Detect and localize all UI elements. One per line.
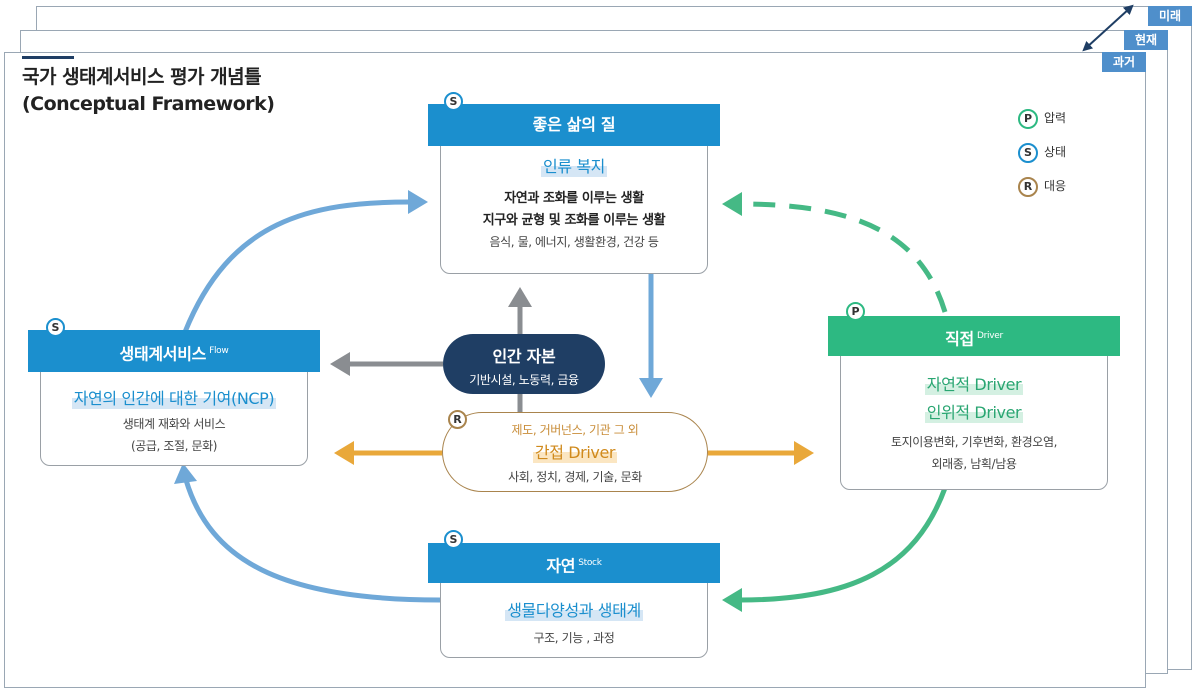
tab-past: 과거 xyxy=(1102,52,1146,72)
arrow-nature-to-ecoservice xyxy=(183,479,441,603)
arrowhead-wellbeing-down xyxy=(639,378,663,398)
indirect-top: 제도, 거버넌스, 기관 그 외 xyxy=(511,423,639,437)
legend-state-label: 상태 xyxy=(1044,145,1067,159)
wellbeing-title-bar: 좋은 삶의 질 xyxy=(428,104,720,146)
nature-state-badge: S xyxy=(444,530,463,549)
ecoservice-title-sup: Flow xyxy=(209,346,229,356)
title-line2: (Conceptual Framework) xyxy=(22,93,275,115)
ecoservice-line-2: (공급, 조절, 문화) xyxy=(130,439,218,453)
legend-pressure: P 압력 xyxy=(1018,106,1066,130)
wellbeing-line-1: 자연과 조화를 이루는 생활 xyxy=(504,191,644,206)
wellbeing-sub: 음식, 물, 에너지, 생활환경, 건강 등 xyxy=(489,235,659,249)
arrow-direct-to-wellbeing xyxy=(739,201,948,313)
capital-sub: 기반시설, 노동력, 금융 xyxy=(469,373,579,387)
arrowhead-direct-to-wellbeing xyxy=(722,192,742,216)
legend-pressure-label: 압력 xyxy=(1044,111,1067,125)
tab-future: 미래 xyxy=(1148,6,1192,26)
indirect-pill: 제도, 거버넌스, 기관 그 외 간접 Driver 사회, 정치, 경제, 기… xyxy=(442,412,708,492)
capital-title: 인간 자본 xyxy=(492,347,556,366)
indirect-sub: 사회, 정치, 경제, 기술, 문화 xyxy=(508,470,642,484)
timeline-arrow xyxy=(1082,4,1134,52)
direct-highlight-1: 자연적 Driver xyxy=(924,371,1024,395)
direct-title: 직접 xyxy=(945,329,974,349)
indirect-response-badge: R xyxy=(448,410,467,429)
arrow-ecoservice-to-wellbeing xyxy=(182,199,411,333)
arrowhead-capital-to-wellbeing xyxy=(508,287,532,307)
wellbeing-state-badge: S xyxy=(444,92,463,111)
legend-response-label: 대응 xyxy=(1044,179,1067,193)
nature-sub: 구조, 기능 , 과정 xyxy=(533,631,615,645)
direct-line-2: 외래종, 남획/남용 xyxy=(931,457,1017,471)
ecoservice-title: 생태계서비스 xyxy=(119,344,207,364)
nature-title-sup: Stock xyxy=(578,558,602,568)
title-rule xyxy=(22,56,74,59)
direct-line-1: 토지이용변화, 기후변화, 환경오염, xyxy=(890,435,1058,449)
tab-present: 현재 xyxy=(1124,30,1168,50)
title-line1: 국가 생태계서비스 평가 개념틀 xyxy=(22,66,262,88)
direct-title-sup: Driver xyxy=(976,331,1003,341)
legend-pressure-icon: P xyxy=(1018,108,1038,129)
arrowhead-indirect-to-ecoservice xyxy=(334,441,354,465)
arrow-direct-to-nature xyxy=(739,487,948,603)
wellbeing-card: 인류 복지 자연과 조화를 이루는 생활 지구와 균형 및 조화를 이루는 생활… xyxy=(440,130,708,274)
indirect-highlight: 간접 Driver xyxy=(532,439,618,463)
ecoservice-line-1: 생태계 재화와 서비스 xyxy=(122,417,226,431)
legend-state: S 상태 xyxy=(1018,140,1066,164)
nature-title: 자연 xyxy=(546,556,576,576)
arrowhead-capital-to-ecoservice xyxy=(330,352,350,376)
arrowhead-nature-to-ecoservice xyxy=(174,463,197,484)
arrowhead-direct-to-nature xyxy=(722,588,742,612)
ecoservice-state-badge: S xyxy=(46,318,65,337)
direct-pressure-badge: P xyxy=(846,302,865,321)
wellbeing-highlight: 인류 복지 xyxy=(541,153,607,177)
legend-response: R 대응 xyxy=(1018,174,1066,198)
legend-state-icon: S xyxy=(1018,142,1038,163)
arrowhead-ecoservice-to-wellbeing xyxy=(408,190,428,214)
arrowhead-indirect-to-direct xyxy=(794,441,814,465)
direct-highlight-2: 인위적 Driver xyxy=(924,399,1024,423)
page-title: 국가 생태계서비스 평가 개념틀 (Conceptual Framework) xyxy=(22,64,275,118)
wellbeing-line-2: 지구와 균형 및 조화를 이루는 생활 xyxy=(482,213,666,228)
human-capital-pill: 인간 자본 기반시설, 노동력, 금융 xyxy=(443,334,605,394)
direct-card: 자연적 Driver 인위적 Driver 토지이용변화, 기후변화, 환경오염… xyxy=(840,334,1108,490)
legend-response-icon: R xyxy=(1018,176,1038,197)
nature-highlight: 생물다양성과 생태계 xyxy=(505,597,643,621)
ecoservice-highlight: 자연의 인간에 대한 기여(NCP) xyxy=(71,385,277,409)
wellbeing-title: 좋은 삶의 질 xyxy=(532,115,616,134)
